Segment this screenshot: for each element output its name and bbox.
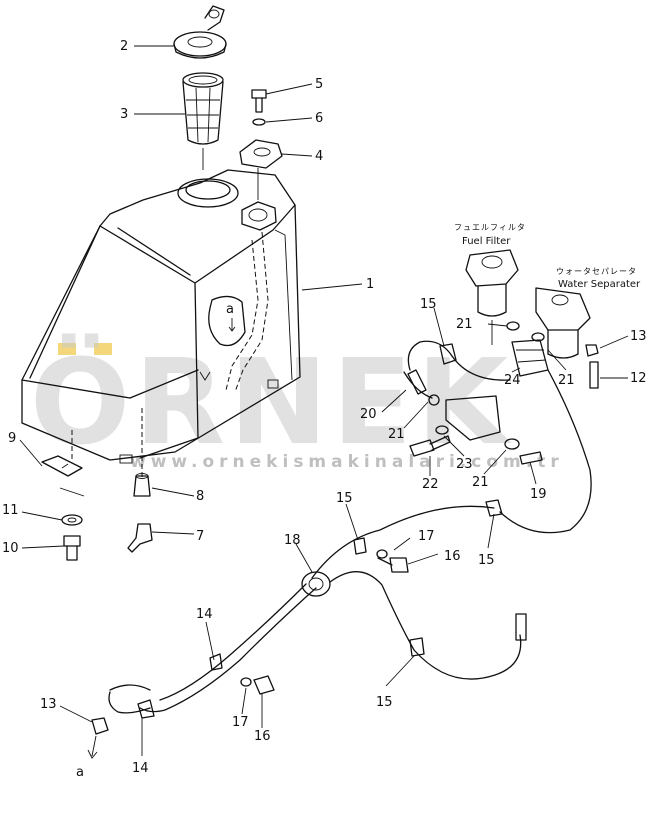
callout-21-left: 21 [456,317,473,332]
callout-15-right: 15 [478,553,495,568]
drain-valve [127,473,153,553]
callout-18: 18 [284,533,301,548]
callout-8: 8 [196,489,204,504]
callout-15-middle: 15 [336,491,353,506]
callout-20: 20 [360,407,377,422]
mount-bracket [409,395,543,465]
callout-24: 24 [504,373,521,388]
watermark-dot-left [58,343,76,355]
callout-14-upper: 14 [196,607,213,622]
callout-21-lower: 21 [472,475,489,490]
callout-4: 4 [315,149,323,164]
watermark-dot-right [94,343,112,355]
callout-2: 2 [120,39,128,54]
callout-3: 3 [120,107,128,122]
fuel-filter-jp-label: フュエルフィルタ [454,223,526,232]
gauge-assembly [239,89,283,200]
callout-6: 6 [315,111,323,126]
callout-10: 10 [2,541,19,556]
callout-21-right: 21 [558,373,575,388]
watermark: ÖRNEK www.ornekismakinalari.com.tr [30,333,564,472]
callout-14-lower: 14 [132,761,149,776]
water-separator-jp-label: ウォータセパレータ [556,267,637,276]
fuel-filter-label: Fuel Filter [462,236,511,247]
callout-19: 19 [530,487,547,502]
callout-23: 23 [456,457,473,472]
water-separator-label: Water Separater [558,279,641,290]
callout-15-lower: 15 [376,695,393,710]
callout-16-upper: 16 [444,549,461,564]
callout-1: 1 [366,277,374,292]
callout-13-left: 13 [40,697,57,712]
upper-hoses [403,340,592,534]
fuel-cap [173,5,227,59]
strainer [182,72,224,170]
callout-15-upper: 15 [420,297,437,312]
ref-a-top: a [226,302,234,317]
lower-hoses: a [76,499,527,780]
callout-7: 7 [196,529,204,544]
ref-a-bottom: a [76,765,84,780]
callout-22: 22 [422,477,439,492]
callouts: 2 3 5 6 4 1 9 11 10 8 7 15 21 13 12 21 2… [2,39,647,776]
callout-17-upper: 17 [418,529,435,544]
callout-21-middle: 21 [388,427,405,442]
fuel-tank: a [21,169,301,480]
callout-5: 5 [315,77,323,92]
callout-11: 11 [2,503,19,518]
callout-9: 9 [8,431,16,446]
callout-12: 12 [630,371,647,386]
watermark-brand: ÖRNEK [30,333,513,471]
callout-13-right: 13 [630,329,647,344]
callout-17-lower: 17 [232,715,249,730]
bracket-parts [41,455,85,561]
leader-lines [19,45,629,756]
watermark-url: www.ornekismakinalari.com.tr [130,452,564,472]
callout-16-lower: 16 [254,729,271,744]
water-separator: ウォータセパレータ Water Separater [535,267,641,359]
fuel-filter: フュエルフィルタ Fuel Filter [454,223,526,345]
